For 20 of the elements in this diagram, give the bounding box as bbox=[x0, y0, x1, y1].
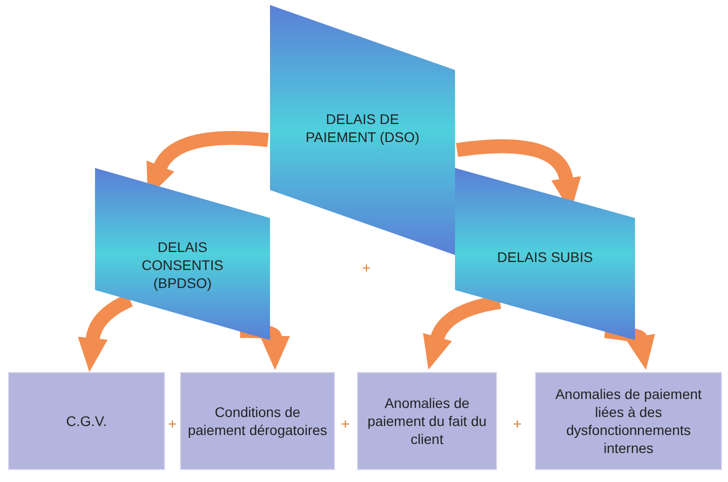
process-box bbox=[8, 372, 165, 470]
parallelogram-shape bbox=[95, 168, 270, 340]
process-box bbox=[180, 372, 335, 470]
curved-arrow bbox=[240, 324, 290, 370]
parallelogram-shape bbox=[270, 5, 455, 255]
node-label: Conditions de paiement dérogatoires bbox=[186, 402, 328, 440]
plus-sign: + bbox=[362, 260, 371, 277]
parallelogram-shape bbox=[455, 168, 635, 340]
plus-sign: + bbox=[513, 416, 522, 433]
node-label: DELAIS SUBIS bbox=[496, 248, 594, 266]
process-box bbox=[357, 372, 497, 470]
curved-arrow bbox=[424, 295, 502, 370]
plus-sign: + bbox=[168, 416, 177, 433]
node-label: DELAIS CONSENTIS (BPDSO) bbox=[140, 238, 224, 293]
plus-sign: + bbox=[341, 416, 350, 433]
node-label: Anomalies de paiement liées à des dysfonctionnements internes bbox=[554, 384, 703, 458]
node-label: DELAIS DE PAIEMENT (DSO) bbox=[304, 110, 420, 146]
process-box bbox=[535, 372, 722, 470]
node-label: Anomalies de paiement du fait du client bbox=[366, 394, 488, 448]
node-label: C.G.V. bbox=[65, 412, 108, 430]
